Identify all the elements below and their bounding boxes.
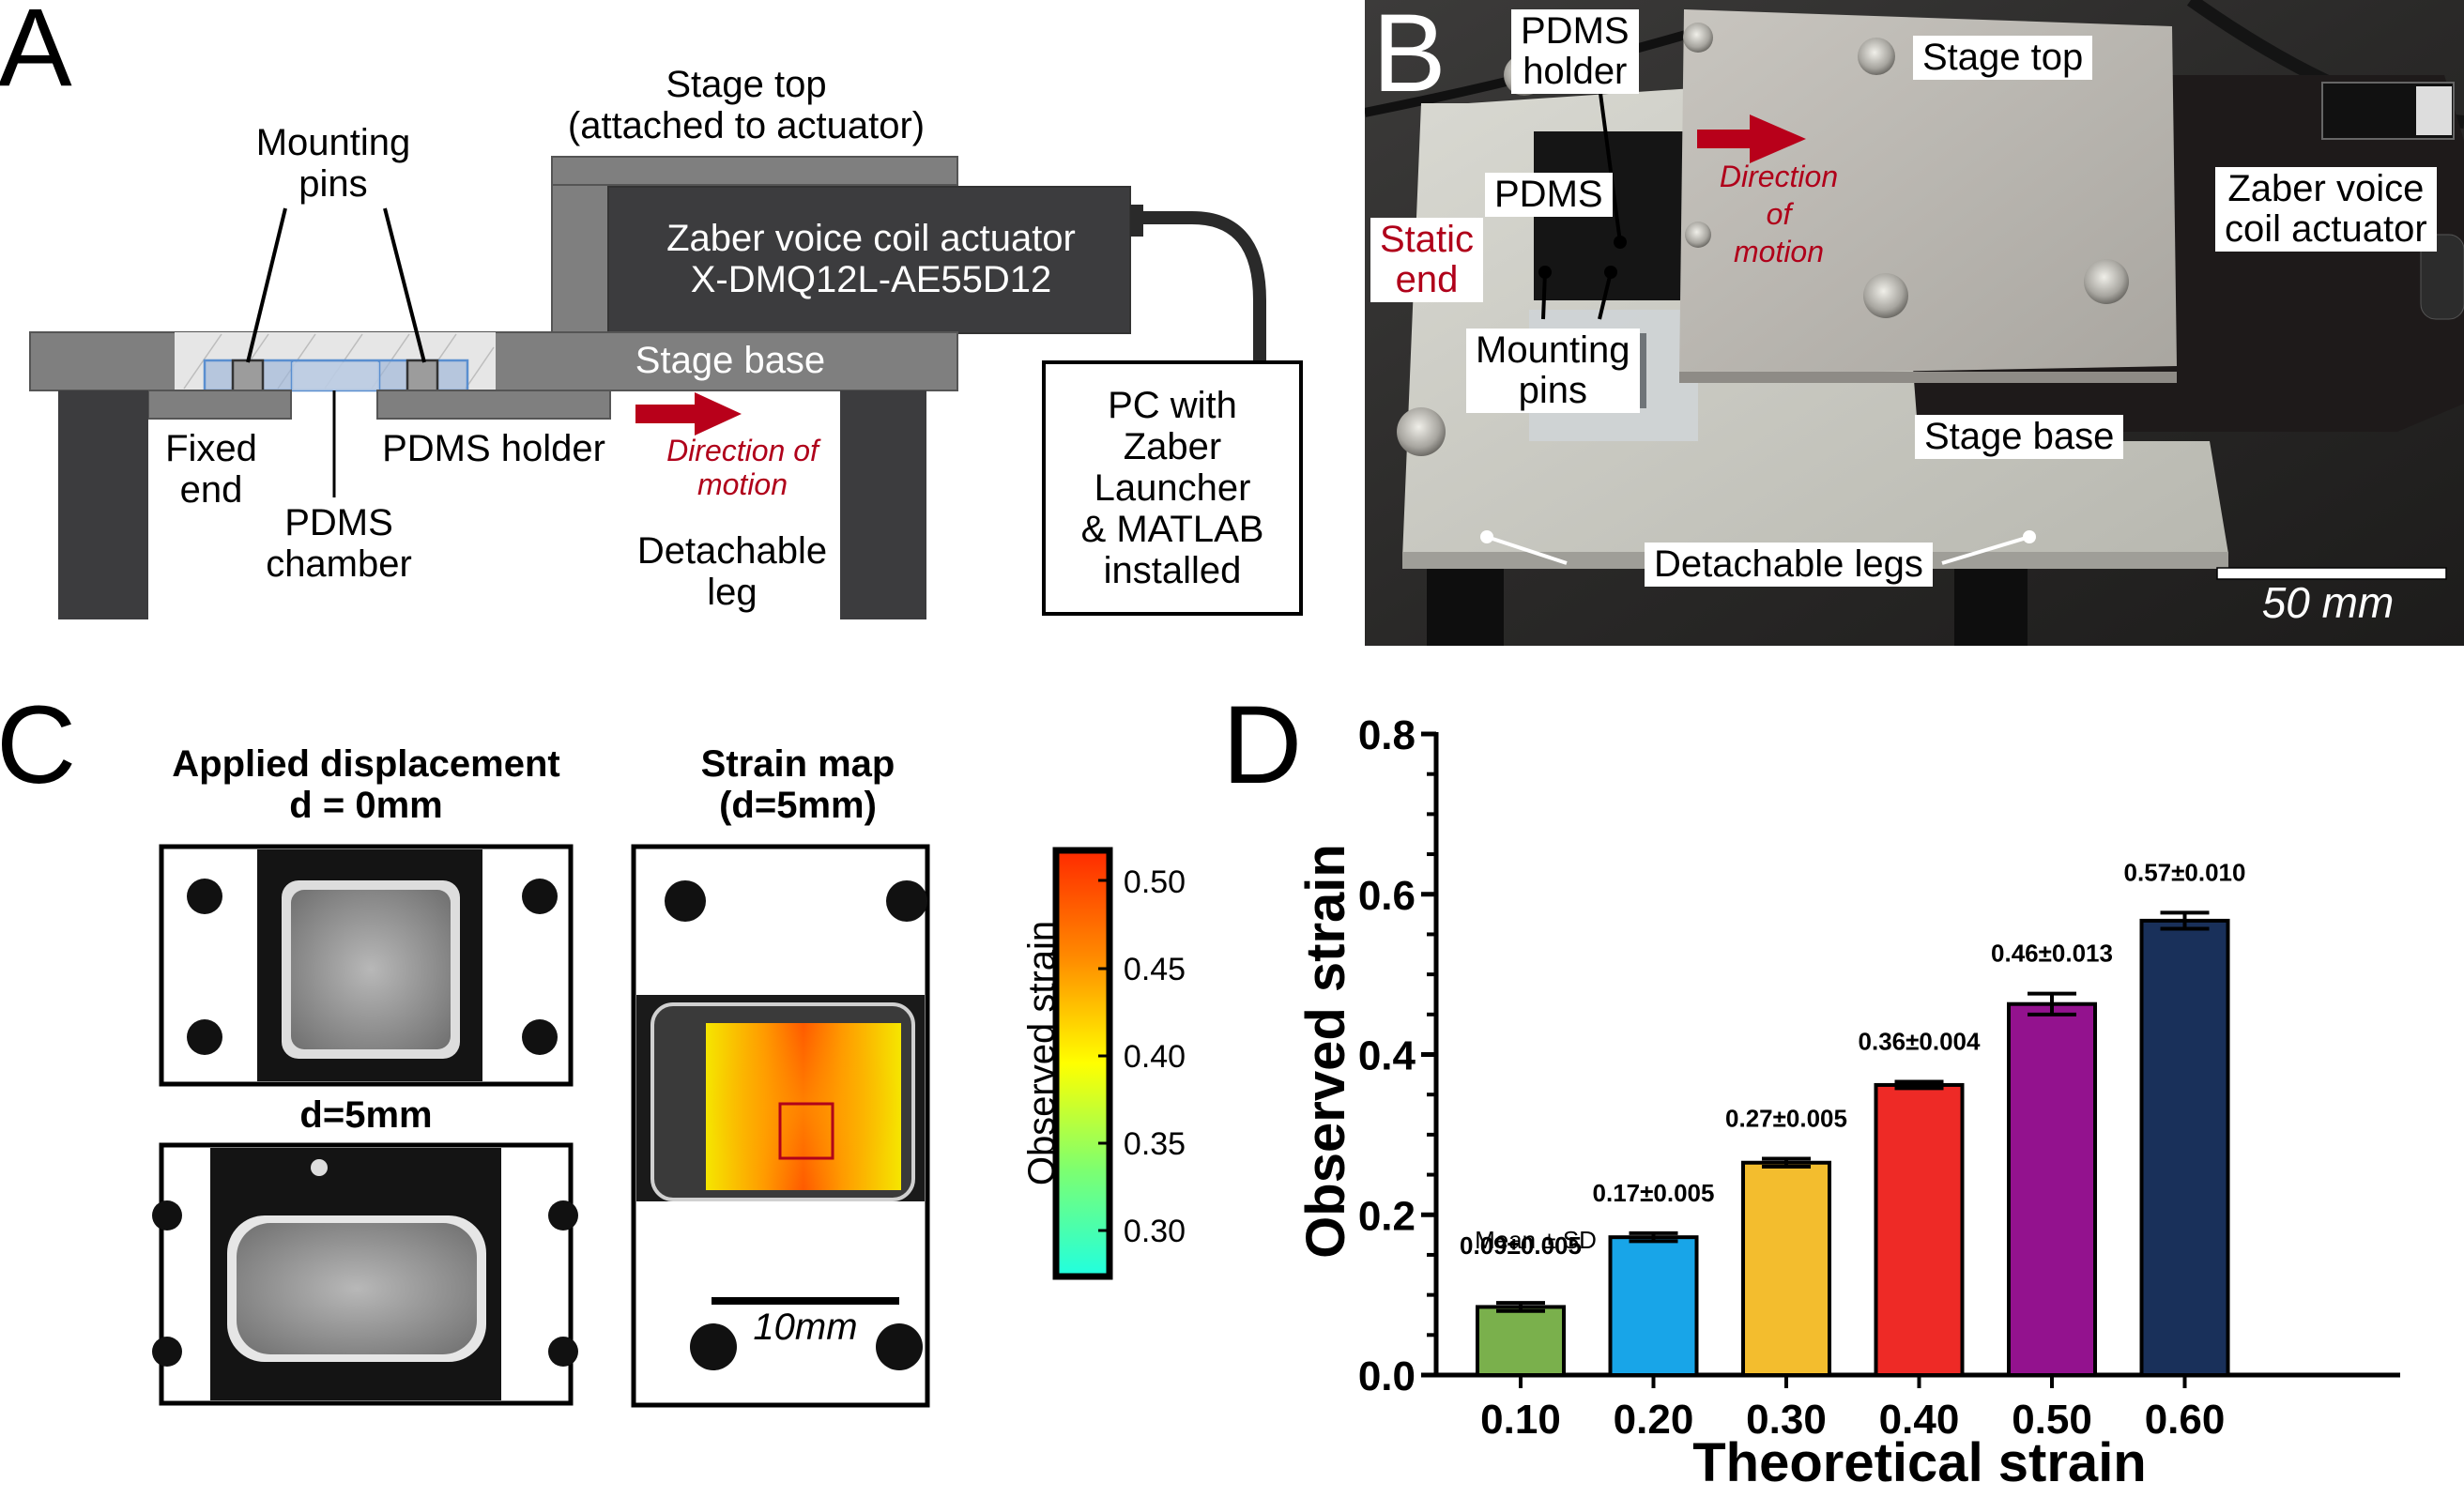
label-b-detachable-legs: Detachable legs — [1645, 543, 1933, 587]
label-b-pdms-holder: PDMS holder — [1511, 9, 1639, 94]
direction-arrow-icon — [635, 392, 742, 436]
stage-top-arm — [551, 184, 609, 334]
image-strain-map — [631, 844, 930, 1408]
fixed-end-block — [147, 390, 292, 420]
x-axis-label: Theoretical strain — [1692, 1432, 2146, 1493]
colorbar-tick-030: 0.30 — [1123, 1214, 1186, 1249]
y-tick-label: 0.0 — [1358, 1353, 1416, 1399]
y-tick-label: 0.8 — [1358, 712, 1416, 758]
colorbar — [1052, 847, 1113, 1280]
data-label: 0.57±0.010 — [2124, 858, 2246, 886]
x-tick-label: 0.50 — [2012, 1397, 2092, 1443]
label-b-direction-of-motion: Direction of motion — [1719, 160, 1839, 268]
y-tick-label: 0.2 — [1358, 1193, 1416, 1239]
data-label: 0.09±0.005 — [1460, 1231, 1582, 1260]
image-d0mm — [159, 844, 574, 1087]
data-label: 0.36±0.004 — [1859, 1028, 1981, 1056]
image-d5mm — [152, 1142, 578, 1406]
panel-letter-d: D — [1222, 683, 1303, 807]
x-tick-label: 0.30 — [1746, 1397, 1827, 1443]
label-b-static-end: Static end — [1370, 218, 1484, 302]
bar-0.40 — [1874, 1082, 1965, 1377]
label-stage-top: Stage top (attached to actuator) — [567, 64, 926, 146]
label-mounting-pins: Mounting pins — [255, 122, 411, 205]
colorbar-tick-035: 0.35 — [1123, 1126, 1186, 1162]
label-b-pdms: PDMS — [1485, 173, 1613, 217]
data-label: 0.27±0.005 — [1725, 1104, 1847, 1132]
bar-0.30 — [1741, 1160, 1832, 1377]
pdms-holder-block — [376, 390, 611, 420]
x-tick-label: 0.10 — [1480, 1397, 1561, 1443]
data-label: 0.46±0.013 — [1991, 940, 2113, 968]
panel-letter-b: B — [1372, 0, 1446, 115]
label-b-actuator: Zaber voice coil actuator — [2215, 167, 2437, 252]
microscopy-images — [152, 844, 1113, 1408]
x-tick-label: 0.20 — [1614, 1397, 1694, 1443]
label-detachable-leg: Detachable leg — [636, 530, 828, 613]
bar-0.50 — [2007, 1001, 2098, 1377]
y-tick-label: 0.6 — [1358, 873, 1416, 919]
label-pdms-holder: PDMS holder — [382, 428, 605, 469]
label-stage-base: Stage base — [635, 340, 826, 381]
label-b-stage-base: Stage base — [1915, 415, 2124, 459]
label-pc: PC with Zaber Launcher & MATLAB installe… — [1080, 385, 1264, 591]
data-label: 0.17±0.005 — [1593, 1179, 1715, 1207]
y-axis-label: Observed strain — [1295, 844, 1356, 1259]
bar-0.10 — [1476, 1305, 1566, 1378]
strain-scale-bar — [712, 1297, 899, 1305]
photo-stage-top — [1679, 9, 2177, 375]
mean-sd-annotation: Mean ± SD — [1475, 1226, 1597, 1254]
cable-connector — [1130, 205, 1143, 237]
panel-letter-a: A — [0, 0, 72, 110]
title-d5mm: d=5mm — [299, 1094, 433, 1136]
colorbar-tick-050: 0.50 — [1123, 864, 1186, 900]
x-tick-label: 0.60 — [2145, 1397, 2226, 1443]
bar-0.20 — [1608, 1235, 1699, 1378]
leg-left — [58, 390, 148, 619]
photo-scale-bar — [2216, 567, 2447, 580]
bar-0.60 — [2139, 918, 2230, 1378]
label-b-mounting-pins: Mounting pins — [1466, 329, 1640, 413]
colorbar-tick-040: 0.40 — [1123, 1039, 1186, 1075]
x-tick-label: 0.40 — [1879, 1397, 1960, 1443]
colorbar-tick-045: 0.45 — [1123, 952, 1186, 987]
stage-top-plate — [551, 156, 958, 186]
label-b-scale: 50 mm — [2261, 578, 2395, 627]
photo-direction-arrow-icon — [1697, 115, 1806, 163]
label-actuator: Zaber voice coil actuator X-DMQ12L-AE55D… — [666, 218, 1076, 300]
roi-box — [778, 1102, 834, 1160]
label-pdms-chamber: PDMS chamber — [266, 502, 412, 585]
label-b-stage-top: Stage top — [1913, 36, 2093, 80]
panel-letter-c: C — [0, 683, 77, 807]
title-strain-map: Strain map (d=5mm) — [700, 743, 895, 826]
label-fixed-end: Fixed end — [165, 428, 257, 511]
y-tick-label: 0.4 — [1358, 1033, 1416, 1079]
leg-right — [840, 390, 926, 619]
actuator-body — [607, 186, 1131, 334]
setup-schematic — [29, 156, 1303, 619]
label-direction-of-motion: Direction of motion — [666, 434, 819, 501]
label-strain-scale: 10mm — [753, 1307, 858, 1348]
cable — [1143, 211, 1266, 360]
title-applied-displacement: Applied displacement d = 0mm — [172, 743, 560, 826]
pc-box — [1042, 360, 1303, 616]
